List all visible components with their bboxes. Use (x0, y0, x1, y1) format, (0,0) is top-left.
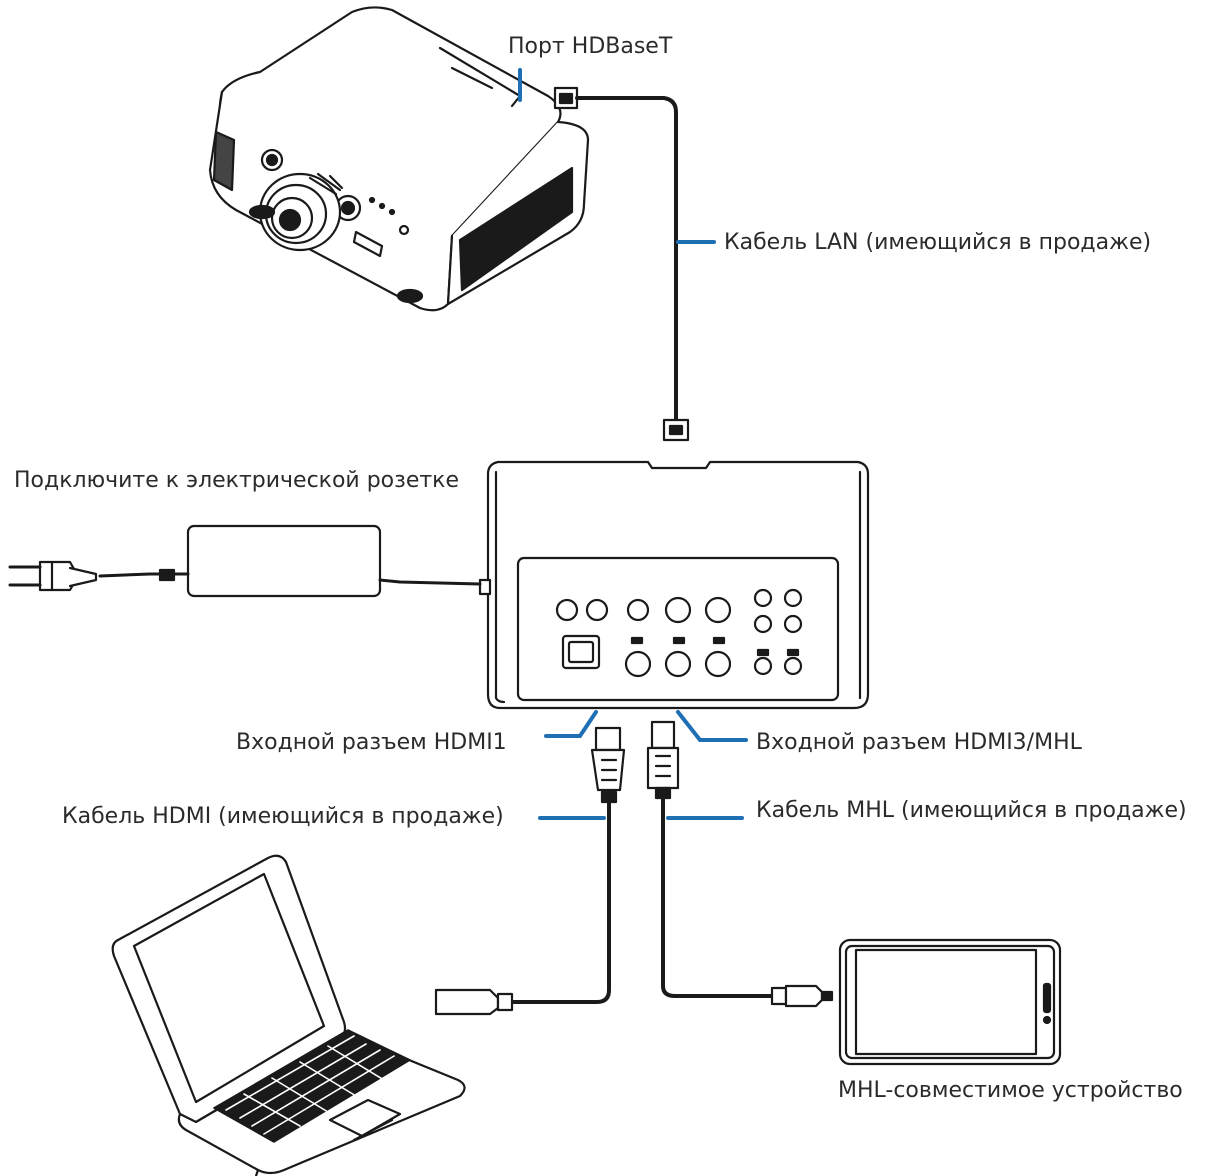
label-mhl-device: MHL-совместимое устройство (838, 1078, 1183, 1103)
leader-hdmi3-input (676, 710, 748, 742)
transmitter-box-icon (478, 460, 870, 710)
leader-hdmi1-input (544, 710, 598, 738)
tablet-icon (838, 938, 1062, 1066)
hdmi-plug-icon (590, 726, 626, 804)
label-hdmi1-input: Входной разъем HDMI1 (236, 730, 507, 755)
projector-icon (208, 6, 590, 312)
laptop-icon (111, 854, 466, 1176)
label-hdmi-cable: Кабель HDMI (имеющийся в продаже) (62, 804, 504, 829)
label-mhl-cable: Кабель MHL (имеющийся в продаже) (756, 798, 1187, 823)
leader-lines (518, 68, 748, 820)
label-hdbaset-port: Порт HDBaseT (508, 34, 673, 59)
power-adapter-icon (8, 524, 482, 598)
mhl-cable-icon (646, 720, 834, 1008)
hdmi-cable-icon (434, 726, 626, 1016)
label-power-outlet: Подключите к электрической розетке (14, 468, 460, 493)
label-lan-cable: Кабель LAN (имеющийся в продаже) (724, 230, 1152, 255)
lan-cable-icon (575, 96, 690, 442)
label-hdmi3-mhl-input: Входной разъем HDMI3/MHL (756, 730, 1082, 755)
rj45-plug-icon (662, 418, 690, 442)
